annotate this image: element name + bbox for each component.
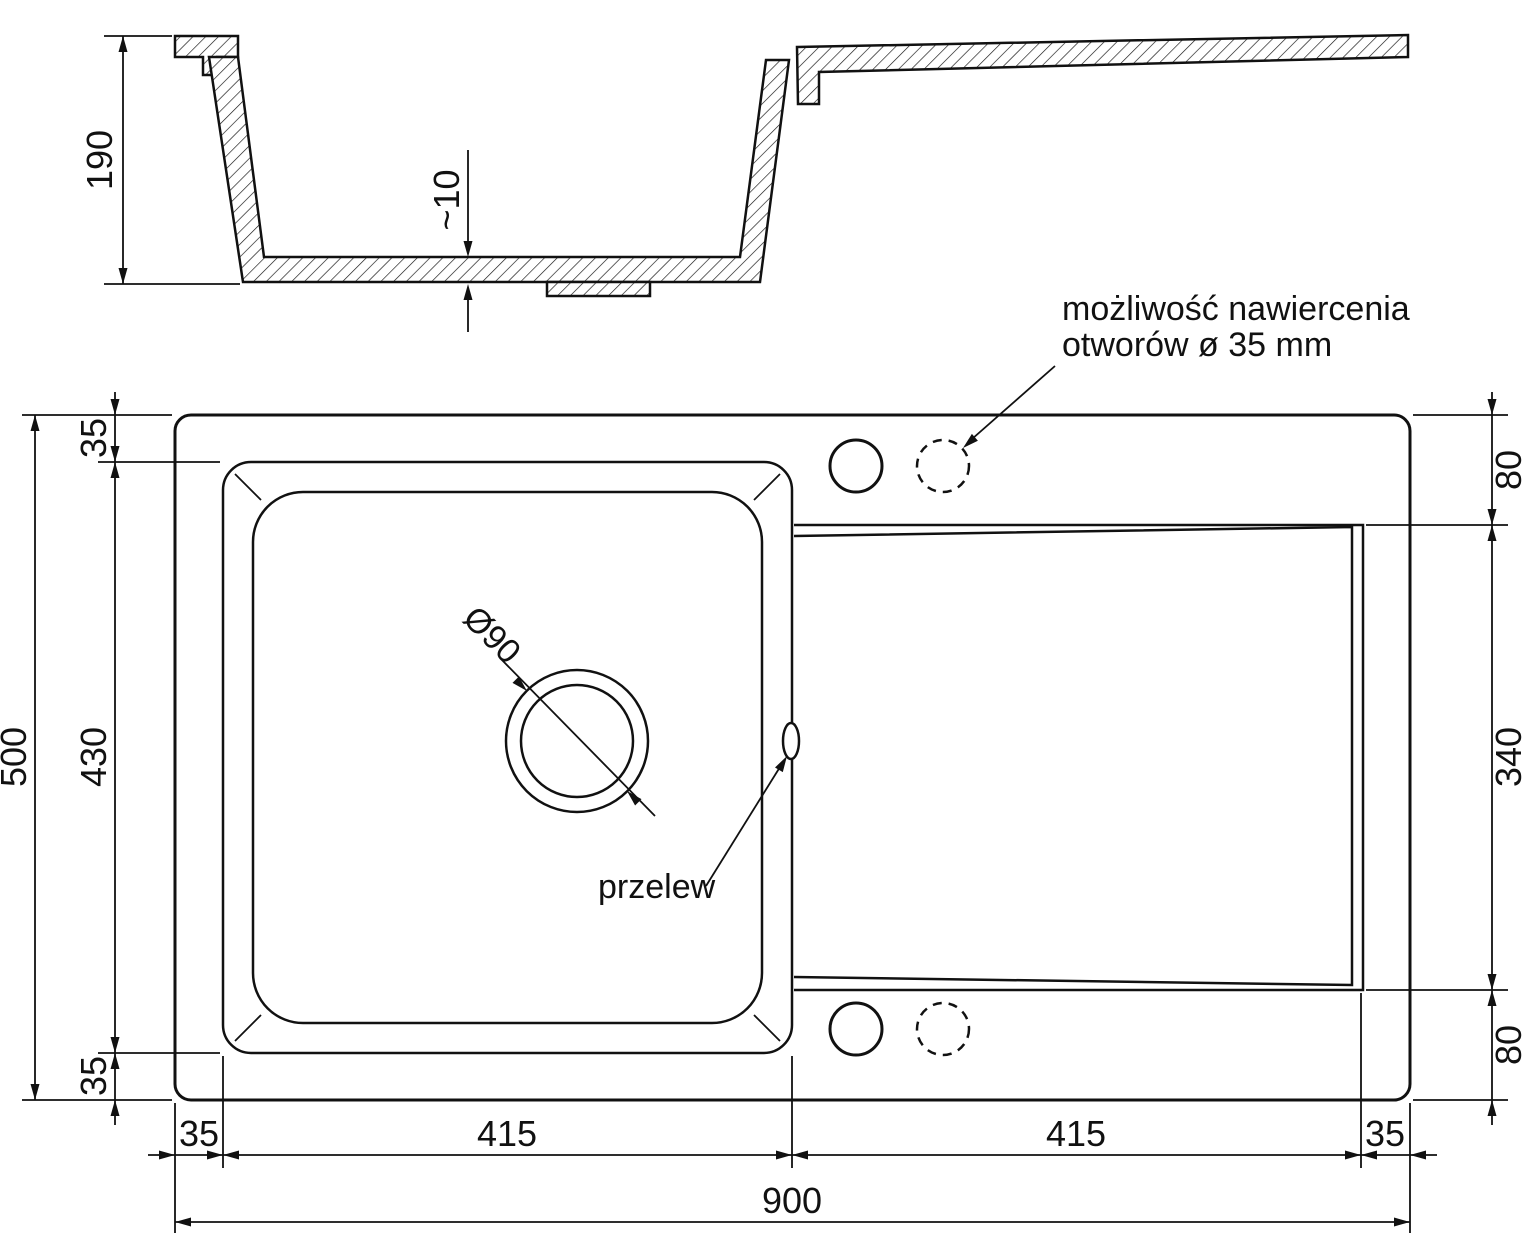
dim-drainer-width-label: 415	[1046, 1113, 1106, 1154]
dim-bowl-width-label: 415	[477, 1113, 537, 1154]
dim-bottom-margin-label: 35	[73, 1056, 114, 1096]
dim-total-height-label: 500	[0, 727, 34, 787]
bowl-corner-tick-br	[753, 1014, 781, 1042]
drainer-inner-edge	[793, 525, 1354, 987]
dim-bowl-height-label: 430	[73, 727, 114, 787]
cross-section-view: 190 ~10	[79, 33, 1410, 332]
drainer-outer-edge	[794, 523, 1365, 992]
dim-depth-label: 190	[79, 130, 120, 190]
faucet-holes	[828, 438, 971, 1057]
dim-depth: 190	[79, 35, 240, 285]
plan-view: Ø90 przelew możliwość nawiercenia otworó…	[0, 290, 1526, 1233]
bowl-corner-tick-tr	[753, 473, 781, 501]
overflow-slot	[781, 721, 801, 761]
dim-right-chain: 80 340 80	[1487, 392, 1526, 1125]
overflow-label: przelew	[598, 868, 716, 906]
section-bowl-profile	[207, 55, 791, 284]
dim-bottom-thickness-label: ~10	[426, 169, 467, 230]
drain-outer-circle	[504, 668, 650, 814]
dim-bottom-thickness: ~10	[426, 150, 473, 332]
drainer-board	[793, 523, 1365, 992]
overflow: przelew	[598, 721, 801, 906]
dim-drain-diameter: Ø90	[456, 599, 656, 817]
bowl-corner-tick-tl	[234, 473, 262, 501]
dim-bottom-chain: 35 415 415 35	[148, 1113, 1437, 1160]
dim-total-width: 900	[175, 1180, 1410, 1227]
drill-note: możliwość nawiercenia otworów ø 35 mm	[963, 290, 1410, 448]
bowl-corner-tick-bl	[234, 1014, 262, 1042]
dim-right-middle-label: 340	[1488, 727, 1526, 787]
extension-lines	[22, 414, 1508, 1233]
dim-bottom-left-margin-label: 35	[179, 1113, 219, 1154]
dim-left-chain: 35 430 35	[73, 392, 120, 1125]
dim-total-height: 500	[0, 415, 40, 1100]
faucet-hole-bottom-optional	[915, 1001, 971, 1057]
dim-right-top-label: 80	[1488, 450, 1526, 490]
dim-total-width-label: 900	[762, 1180, 822, 1221]
section-drain-boss	[545, 280, 652, 298]
drain-diameter-label: Ø90	[456, 599, 528, 671]
dim-bottom-right-margin-label: 35	[1365, 1113, 1405, 1154]
drill-note-line2: otworów ø 35 mm	[1062, 326, 1332, 364]
faucet-hole-bottom	[828, 1001, 884, 1057]
drain	[504, 668, 650, 814]
dim-top-margin-label: 35	[73, 418, 114, 458]
drill-note-line1: możliwość nawiercenia	[1062, 290, 1410, 328]
faucet-hole-top-optional	[915, 438, 971, 494]
drain-inner-circle	[519, 683, 635, 799]
dim-right-bottom-label: 80	[1488, 1025, 1526, 1065]
bowl-inner-edge	[251, 490, 764, 1025]
section-drainer-profile	[795, 33, 1410, 106]
faucet-hole-top	[828, 438, 884, 494]
